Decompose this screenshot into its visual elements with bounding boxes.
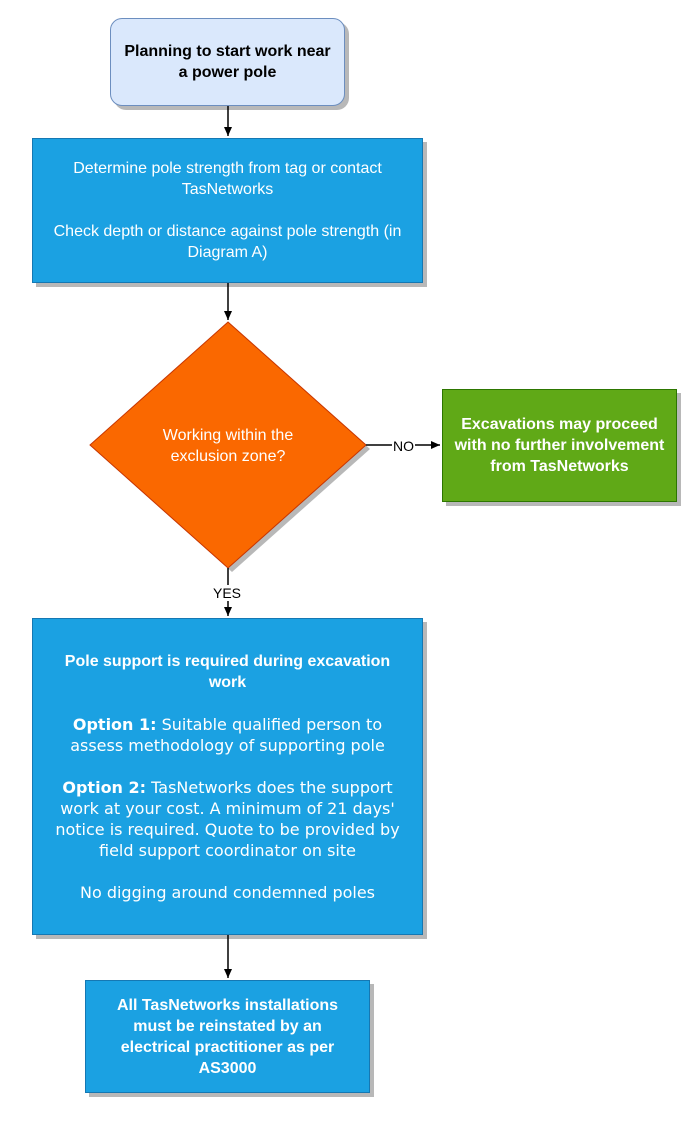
start-node-text: Planning to start work near a power pole	[124, 43, 331, 81]
option-1-label: Option 1:	[72, 714, 157, 734]
reinstate-node[interactable]: All TasNetworks installations must be re…	[85, 980, 370, 1093]
option-2-text: TasNetworks does the support work at you…	[55, 777, 400, 860]
option-1-text: Suitable qualified person to assess meth…	[70, 714, 385, 755]
support-option-1: Option 1: Suitable qualified person to a…	[45, 714, 410, 756]
start-node[interactable]: Planning to start work near a power pole	[110, 18, 345, 106]
determine-node[interactable]: Determine pole strength from tag or cont…	[32, 138, 423, 283]
support-note: No digging around condemned poles	[79, 882, 376, 902]
edge-label-yes: YES	[212, 585, 243, 601]
proceed-node-text: Excavations may proceed with no further …	[454, 416, 665, 475]
reinstate-node-text: All TasNetworks installations must be re…	[116, 996, 339, 1077]
proceed-node[interactable]: Excavations may proceed with no further …	[442, 389, 677, 502]
support-option-2: Option 2: TasNetworks does the support w…	[45, 777, 410, 861]
option-2-label: Option 2:	[62, 777, 147, 797]
determine-line-2: Check depth or distance against pole str…	[53, 223, 402, 261]
support-node[interactable]: Pole support is required during excavati…	[32, 618, 423, 935]
determine-line-1: Determine pole strength from tag or cont…	[73, 160, 382, 198]
decision-text: Working within the exclusion zone?	[162, 427, 294, 465]
support-title: Pole support is required during excavati…	[64, 652, 391, 691]
edge-label-no: NO	[392, 438, 415, 454]
